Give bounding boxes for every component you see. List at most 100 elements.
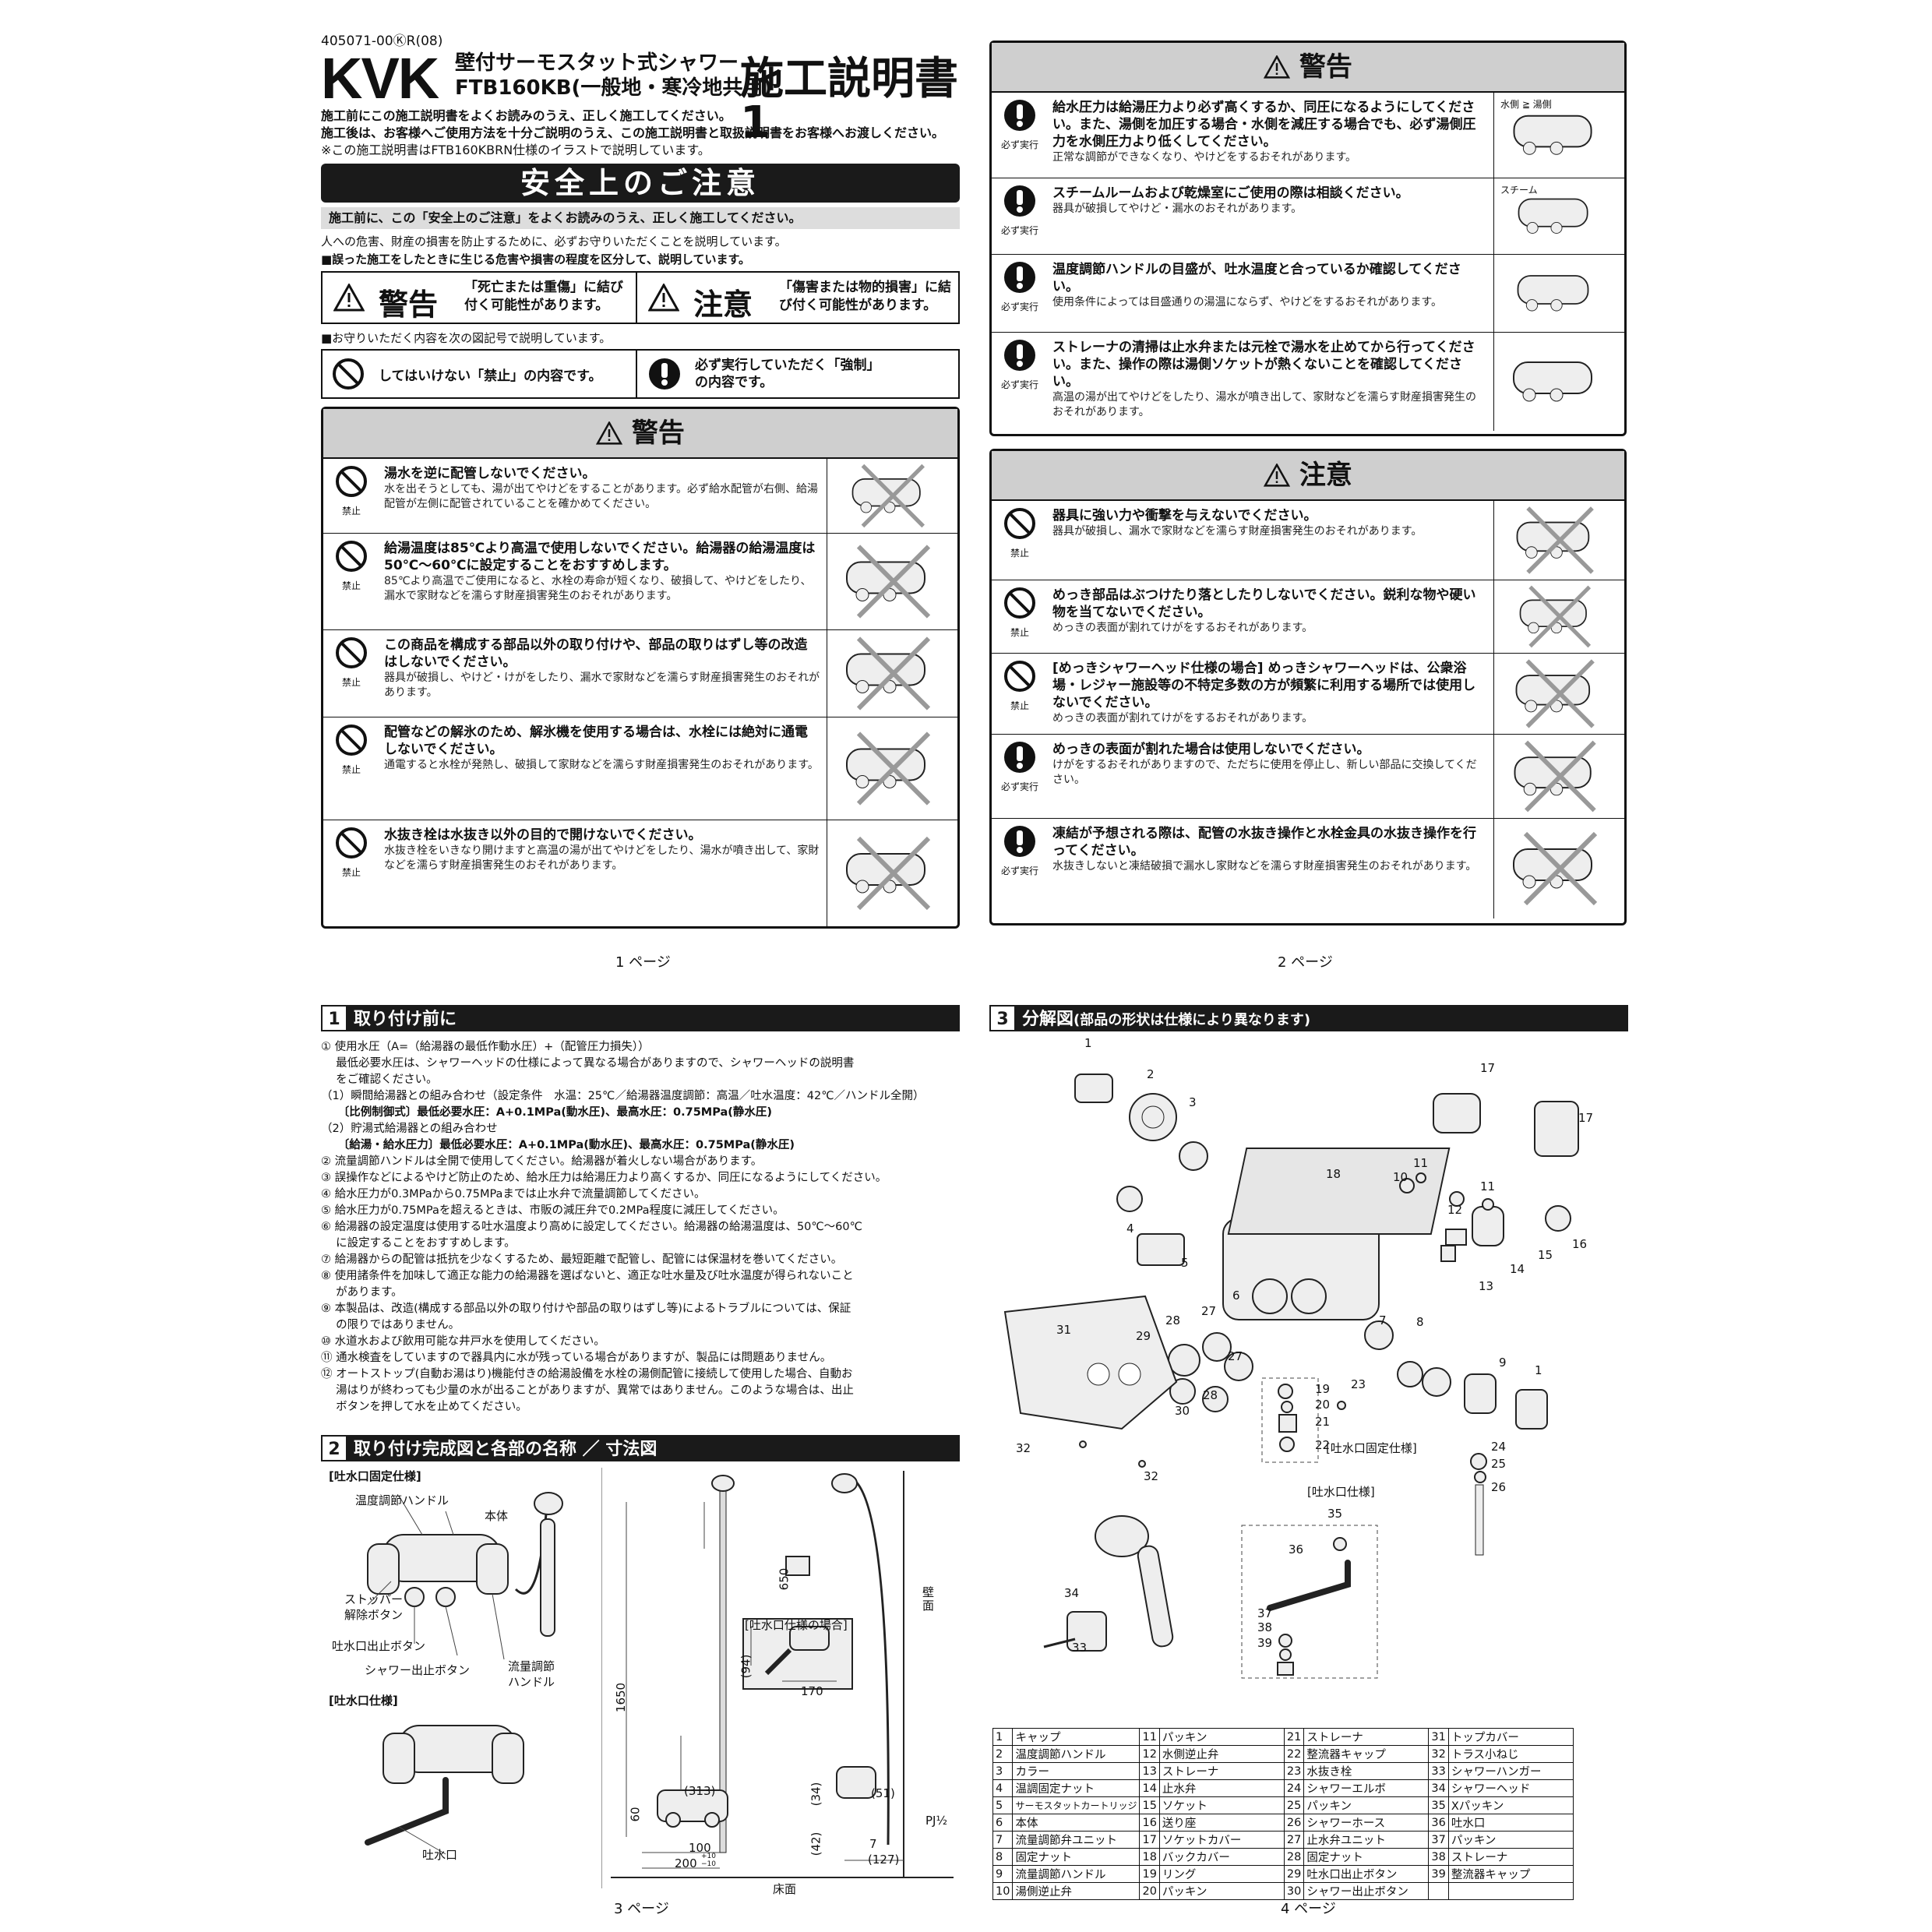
safety-line1: 人への危害、財産の損害を防止するために、必ずお守りいただくことを説明しています。 — [321, 234, 787, 249]
part-name — [1447, 1882, 1574, 1900]
part-name: 温調固定ナット — [1012, 1779, 1141, 1797]
part-name: 湯側逆止弁 — [1012, 1882, 1141, 1900]
p1-warning-illustration — [827, 534, 957, 629]
safety-title: 安全上のご注意 — [520, 166, 760, 200]
safety-line2: ■誤った施工をしたときに生じる危害や損害の程度を区分して、説明しています。 — [321, 252, 751, 266]
icon-label: 禁止 — [341, 867, 361, 878]
part-label-11b: 11 — [1480, 1179, 1496, 1193]
section1-item: ⑪ 通水検査をしていますので器具内に水が残っている場合がありますが、製品には問題… — [321, 1352, 832, 1364]
mandatory-icon — [1003, 742, 1036, 777]
prohibit-desc: してはいけない「禁止」の内容です。 — [379, 368, 602, 384]
prohibit-icon — [333, 358, 364, 390]
part-label-34: 34 — [1064, 1586, 1080, 1600]
p1-warning-title: 配管などの解氷のため、解氷機を使用する場合は、水栓には絶対に通電しないでください… — [384, 724, 808, 757]
part-number: 27 — [1283, 1831, 1305, 1849]
faucet-illustration — [367, 1492, 563, 1660]
caution-word: 注意 — [693, 287, 753, 322]
warning-triangle-icon — [1263, 55, 1291, 79]
warning-word: 警告 — [379, 287, 439, 322]
part-label-7: 7 — [1379, 1313, 1387, 1327]
p2-warning-body: 器具が破損してやけど・漏水のおそれがあります。 — [1052, 203, 1303, 215]
spout-diagram-label: [吐水口仕様] — [1307, 1485, 1375, 1499]
dim-200: 200 — [675, 1856, 697, 1870]
p2-warning-illustration: 水側 ≧ 湯側 — [1493, 93, 1624, 178]
part-number: 36 — [1428, 1814, 1449, 1832]
dim-34: (34) — [809, 1782, 823, 1807]
prohibit-icon — [1003, 661, 1036, 696]
part-number: 15 — [1139, 1796, 1160, 1814]
section1-item: をご確認ください。 — [321, 1074, 438, 1086]
safety-line3: ■お守りいただく内容を次の図記号で説明しています。 — [321, 331, 612, 345]
part-label-4: 4 — [1126, 1222, 1134, 1236]
p2-caution-body: けがをするおそれがありますので、ただちに使用を停止し、新しい部品に交換してくださ… — [1052, 759, 1477, 786]
mandatory-icon — [1003, 100, 1036, 135]
part-label-28a: 28 — [1165, 1313, 1181, 1327]
warning-header-label: 警告 — [1299, 51, 1352, 83]
section1-item: 〔給湯・給水圧力〕最低必要水圧：A+0.1MPa(動水圧)、最高水圧：0.75M… — [321, 1139, 795, 1151]
part-number: 5 — [992, 1796, 1014, 1814]
part-name: パッキン — [1158, 1728, 1285, 1746]
part-number: 33 — [1428, 1762, 1449, 1780]
part-number: 7 — [992, 1831, 1014, 1849]
p2-caution-title: [めっきシャワーヘッド仕様の場合] めっきシャワーヘッドは、公衆浴場・レジャー施… — [1052, 661, 1476, 710]
label-flow-handle: ハンドル — [508, 1675, 555, 1689]
part-number: 14 — [1139, 1779, 1160, 1797]
part-label-27b: 27 — [1228, 1349, 1243, 1363]
part-number: 38 — [1428, 1848, 1449, 1866]
part-label-28b: 28 — [1203, 1388, 1218, 1402]
prohibit-icon — [335, 637, 368, 672]
part-name: 流量調節弁ユニット — [1012, 1831, 1141, 1849]
safety-lead: 施工前に、この「安全上のご注意」をよくお読みのうえ、正しく施工してください。 — [321, 207, 960, 229]
p1-warning-row: 禁止湯水を逆に配管しないでください。水を出そうとしても、湯が出てやけどをすること… — [323, 459, 957, 534]
part-name: トラス小ねじ — [1447, 1745, 1574, 1763]
part-name: ストレーナ — [1158, 1762, 1285, 1780]
page-1: 405071-00ⓀR(08) KVK 壁付サーモスタット式シャワー FTB16… — [321, 30, 960, 971]
part-number: 37 — [1428, 1831, 1449, 1849]
mandatory-icon — [1003, 340, 1036, 375]
prohibit-icon — [335, 827, 368, 862]
icon-label: 必ず実行 — [1000, 139, 1038, 150]
part-name: 固定ナット — [1012, 1848, 1141, 1866]
p2-caution-title: めっき部品はぶつけたり落としたりしないでください。鋭利な物や硬い物を当てないでく… — [1052, 587, 1476, 620]
spout-spec-label: [吐水口仕様] — [329, 1694, 398, 1708]
p2-caution-illustration — [1493, 735, 1624, 818]
p2-caution-illustration — [1493, 819, 1624, 918]
part-label-18: 18 — [1326, 1167, 1341, 1181]
exploded-view-diagram — [1003, 1074, 1579, 1679]
dimension-drawing — [611, 1471, 954, 1878]
icon-label: 必ず実行 — [1000, 301, 1038, 312]
section3-title: 分解図 — [1022, 1010, 1074, 1029]
part-label-15: 15 — [1538, 1248, 1553, 1262]
part-number: 22 — [1283, 1745, 1305, 1763]
prohibit-icon — [335, 724, 368, 760]
part-number: 17 — [1139, 1831, 1160, 1849]
part-name: 流量調節ハンドル — [1012, 1865, 1141, 1883]
part-number: 20 — [1139, 1882, 1160, 1900]
part-label-14: 14 — [1510, 1262, 1525, 1276]
part-number: 35 — [1428, 1796, 1449, 1814]
p2-warning-body: 使用条件によっては目盛通りの湯温にならず、やけどをするおそれがあります。 — [1052, 296, 1442, 308]
part-label-10: 10 — [1393, 1170, 1408, 1184]
prohibit-icon — [1003, 508, 1036, 543]
p2-caution-illustration — [1493, 580, 1624, 653]
section1-item: ⑧ 使用諸条件を加味して適正な能力の給湯器を選ばないと、適正な吐水量及び吐水温度… — [321, 1270, 854, 1282]
part-name: サーモスタットカートリッジ — [1012, 1796, 1141, 1814]
section1-item: （1）瞬間給湯器との組み合わせ（設定条件 水温：25℃／給湯器温度調節：高温／吐… — [321, 1090, 925, 1102]
p2-caution-body: めっきの表面が割れてけがをするおそれがあります。 — [1052, 712, 1313, 724]
part-name: 水側逆止弁 — [1158, 1745, 1285, 1763]
section3-number: 3 — [989, 1005, 1016, 1031]
mandatory-icon — [1003, 262, 1036, 297]
p1-warning-body: 器具が破損し、やけど・けがをしたり、漏水で家財などを濡らす財産損害発生のおそれが… — [384, 672, 820, 699]
icon-label: 必ず実行 — [1000, 225, 1038, 236]
p2-caution-title: 凍結が予想される際は、配管の水抜き操作と水栓金具の水抜き操作を行ってください。 — [1052, 826, 1476, 858]
mandatory-icon — [1003, 185, 1036, 220]
icon-label: 禁止 — [1010, 700, 1029, 711]
label-stopper: ストッパー — [344, 1592, 404, 1606]
